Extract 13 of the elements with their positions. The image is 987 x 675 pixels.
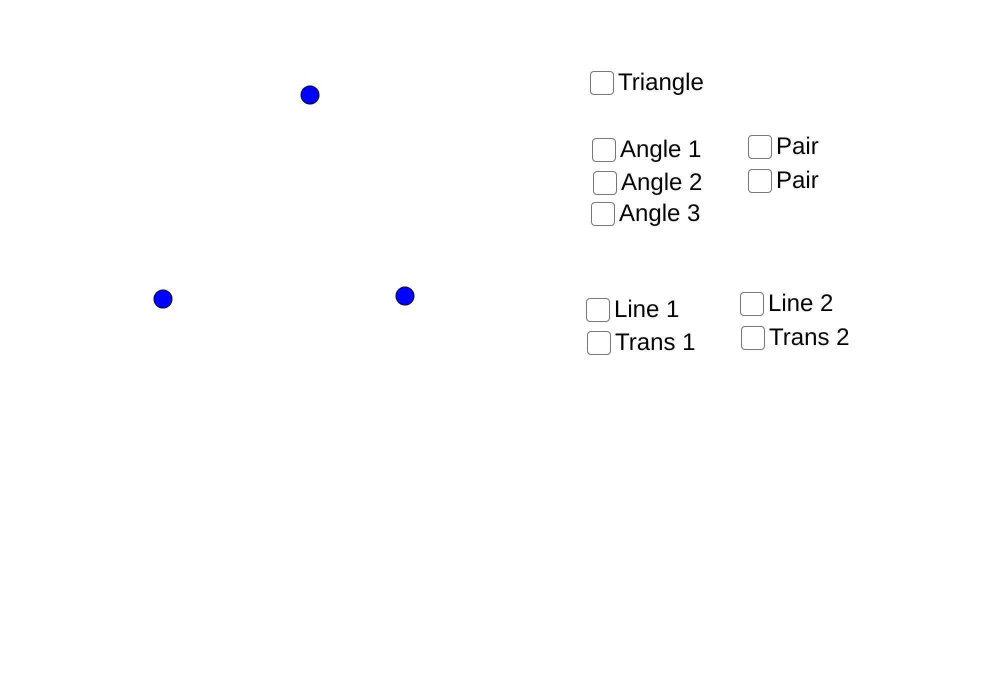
point [300,86,320,104]
checkbox: Angle 2 [593,170,702,196]
checkbox: Angle 1 [592,137,702,163]
checkbox: Trans 2 [741,325,850,351]
checkbox: Pair [748,134,819,160]
checkbox: Angle 3 [591,201,700,227]
point [396,286,414,306]
point [154,290,172,308]
checkbox: Triangle [590,70,704,96]
checkbox: Pair [748,168,819,194]
checkbox: Line 1 [586,297,680,323]
checkbox: Line 2 [740,291,834,317]
checkbox: Trans 1 [587,330,696,356]
